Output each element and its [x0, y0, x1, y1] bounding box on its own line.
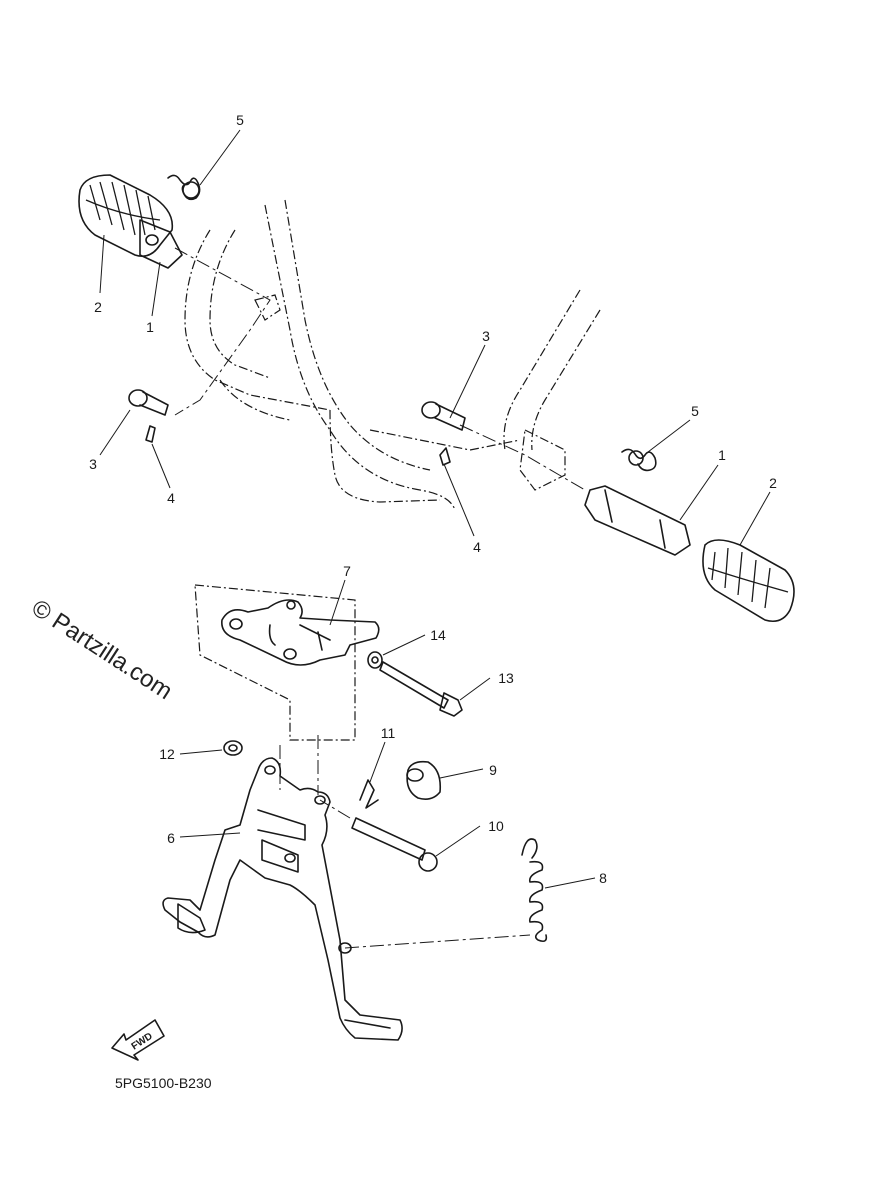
frame-outline [184, 199, 601, 511]
footrest-bracket-left [139, 219, 183, 269]
footrest-rubber-right [702, 539, 795, 623]
fwd-arrow-icon: FWD [111, 1019, 165, 1061]
callout-2-left: 2 [94, 299, 102, 315]
clip-11 [359, 779, 379, 809]
callout-8: 8 [599, 870, 607, 886]
axis-pin [319, 799, 351, 819]
callout-12: 12 [159, 746, 175, 762]
axis-left [174, 247, 271, 416]
bolt-13 [379, 661, 463, 717]
diagram-code: 5PG5100-B230 [115, 1075, 212, 1091]
callout-13: 13 [498, 670, 514, 686]
callout-9: 9 [489, 762, 497, 778]
callout-3-right: 3 [482, 328, 490, 344]
callout-11: 11 [381, 725, 396, 741]
callout-10: 10 [488, 818, 504, 834]
axis-stand-bracket [279, 735, 531, 949]
spring-8 [521, 838, 548, 942]
center-stand [162, 757, 403, 1041]
spring-left [167, 174, 201, 201]
cotter-pin-left [145, 425, 156, 443]
footrest-rubber-left [78, 174, 174, 258]
stand-bracket [221, 599, 380, 666]
washer-12 [223, 740, 243, 756]
spring-right [621, 448, 657, 472]
callout-5-right: 5 [691, 403, 699, 419]
bracket-frame-outline [194, 584, 356, 741]
footrest-bracket-right [584, 485, 691, 556]
callout-1-left: 1 [146, 319, 154, 335]
callout-7: 7 [343, 563, 351, 579]
callout-3-left: 3 [89, 456, 97, 472]
axis-right [459, 424, 586, 491]
callout-2-right: 2 [769, 475, 777, 491]
callout-5-left: 5 [236, 112, 244, 128]
pin-right [421, 401, 466, 431]
cotter-pin-right [439, 447, 451, 466]
watermark-text: © Partzilla.com [27, 594, 177, 705]
callout-4-right: 4 [473, 539, 481, 555]
bushing-9 [406, 760, 442, 800]
pin-10 [351, 817, 438, 872]
callout-14: 14 [430, 627, 446, 643]
pin-left [128, 389, 169, 416]
callout-4-left: 4 [167, 490, 175, 506]
callout-6: 6 [167, 830, 175, 846]
leader-lines [99, 129, 771, 889]
callout-1-right: 1 [718, 447, 726, 463]
washer-14 [367, 651, 383, 669]
